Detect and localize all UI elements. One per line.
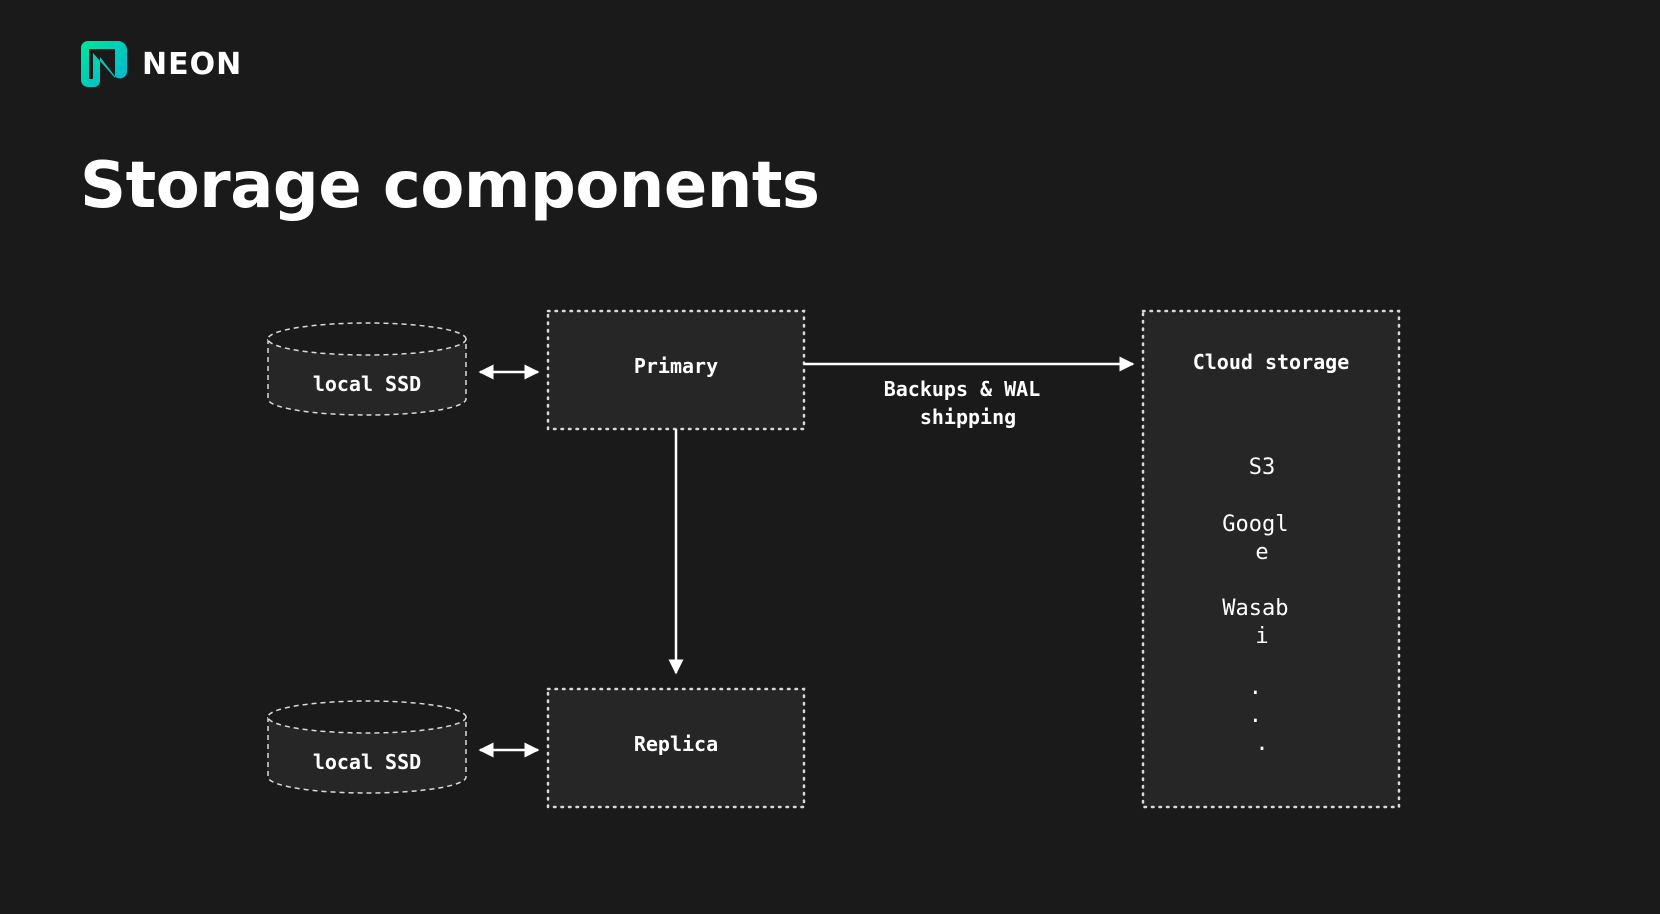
edge-primary-to-cloud-label: Backups & WAL shipping <box>884 377 1053 429</box>
replica-box <box>546 687 806 809</box>
ssd-replica-node: local SSD <box>267 700 467 794</box>
replica-node: Replica <box>546 687 806 809</box>
ssd-replica-cylinder-top <box>267 700 467 734</box>
replica-label: Replica <box>634 732 718 756</box>
primary-node: Primary <box>546 309 806 431</box>
slide-title: Storage components <box>80 149 820 223</box>
neon-logo: NEON <box>78 38 242 90</box>
ssd-replica-cylinder-body <box>267 717 467 794</box>
provider-s3: S3 <box>1249 455 1276 480</box>
provider-google: Googl e <box>1222 512 1301 565</box>
cloud-storage-box <box>1141 309 1401 809</box>
neon-logo-icon <box>81 41 128 87</box>
ssd-primary-cylinder-body <box>267 339 467 416</box>
cloud-storage-node: Cloud storage S3 Googl e Wasab i . . . <box>1141 309 1401 809</box>
provider-more-ellipsis: . . . <box>1249 675 1276 756</box>
ssd-primary-node: local SSD <box>267 322 467 416</box>
provider-wasabi: Wasab i <box>1222 596 1301 649</box>
ssd-primary-label: local SSD <box>313 372 421 396</box>
cloud-storage-label: Cloud storage <box>1193 350 1350 374</box>
ssd-replica-label: local SSD <box>313 750 421 774</box>
primary-label: Primary <box>634 354 718 378</box>
ssd-primary-cylinder-top <box>267 322 467 356</box>
brand-name: NEON <box>142 46 243 82</box>
